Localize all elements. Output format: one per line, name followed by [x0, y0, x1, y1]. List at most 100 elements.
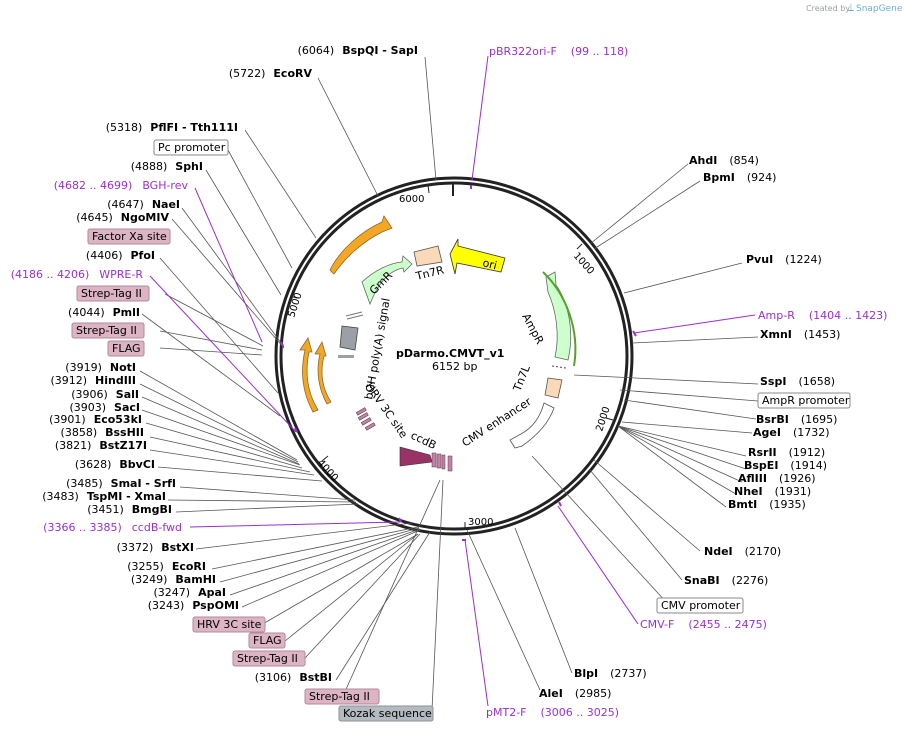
primer-marks [280, 185, 637, 541]
bgh-hatch [345, 311, 364, 320]
snapgene-logo-icon: ⟘ [848, 3, 854, 14]
kozak-bar [338, 355, 354, 358]
site-label[interactable]: (4645)NgoMIV [76, 211, 169, 224]
site-label[interactable]: (3247)ApaI [154, 586, 226, 599]
strep-tag-label: Strep-Tag II [81, 287, 142, 300]
credit-prefix: Created by [806, 4, 850, 13]
site-label[interactable]: AhdI(854) [689, 154, 759, 167]
tn7r-box [413, 245, 443, 267]
site-label[interactable]: BpmI(924) [703, 171, 776, 184]
site-label[interactable]: (5722)EcoRV [229, 67, 313, 80]
site-label[interactable]: AgeI(1732) [753, 426, 830, 439]
site-label[interactable]: RsrII(1912) [748, 446, 825, 459]
site-label[interactable]: AflIII(1926) [738, 472, 816, 485]
site-label[interactable]: PvuI(1224) [746, 253, 822, 266]
right-site-labels: AhdI(854) BpmI(924) PvuI(1224) XmnI(1453… [539, 154, 840, 700]
site-label[interactable]: (3483)TspMI - XmaI [42, 490, 166, 503]
site-label[interactable]: (4647)NaeI [107, 198, 180, 211]
site-label[interactable]: (3906)SalI [71, 388, 139, 401]
ampr-arrow [545, 271, 572, 361]
tn7r-label: Tn7R [414, 263, 446, 283]
ampr-promoter-label: AmpR promoter [762, 394, 850, 407]
primer-label[interactable]: (4186 .. 4206)WPRE-R [11, 268, 144, 281]
primer-lines [149, 55, 756, 707]
site-label[interactable]: BlpI(2737) [574, 667, 647, 680]
site-label[interactable]: (3919)NotI [65, 361, 136, 374]
strep-tag-box[interactable] [76, 285, 150, 302]
strep-tag-label: Strep-Tag II [309, 690, 370, 703]
cmv-promoter-box[interactable] [656, 597, 744, 614]
site-label[interactable]: BsrBI(1695) [756, 413, 837, 426]
site-label[interactable]: (6064)BspQI - SapI [298, 44, 418, 57]
site-label[interactable]: (3821)BstZ17I [55, 439, 147, 452]
plasmid-name: pDarmo.CMVT_v1 [396, 347, 504, 360]
site-label[interactable]: (3249)BamHI [131, 573, 216, 586]
site-label[interactable]: (3858)BssHII [61, 426, 144, 439]
site-label[interactable]: (4888)SphI [131, 160, 203, 173]
cmv-enhancer-arrow [509, 402, 555, 449]
primer-label[interactable]: pBR322ori-F(99 .. 118) [489, 45, 628, 58]
site-label[interactable]: AleI(2985) [539, 687, 611, 700]
ampr-promoter-mark [551, 365, 567, 369]
hrv-tag-cluster [355, 407, 376, 431]
cmv-promoter-label: CMV promoter [661, 599, 741, 612]
pc-promoter-box[interactable] [153, 139, 229, 156]
primer-label[interactable]: (4682 .. 4699)BGH-rev [54, 179, 189, 192]
kozak-block [339, 325, 359, 351]
primer-labels: pBR322ori-F(99 .. 118) Amp-R(1404 .. 142… [11, 45, 888, 719]
kozak-sequence-box[interactable] [338, 705, 434, 722]
site-label[interactable]: (3903)SacI [69, 401, 140, 414]
orf-arrow-top [329, 215, 393, 275]
site-label[interactable]: NdeI(2170) [704, 545, 781, 558]
flag-box[interactable] [107, 340, 145, 357]
pc-promoter-label: Pc promoter [158, 141, 226, 154]
primer-label[interactable]: pMT2-F(3006 .. 3025) [486, 706, 619, 719]
strep-tag-label: Strep-Tag II [76, 324, 137, 337]
site-label[interactable]: SnaBI(2276) [684, 574, 768, 587]
strep-tag-box[interactable] [232, 650, 306, 667]
site-label[interactable]: (3628)BbvCI [75, 458, 155, 471]
primer-label[interactable]: Amp-R(1404 .. 1423) [758, 309, 887, 322]
primer-label[interactable]: CMV-F(2455 .. 2475) [640, 618, 767, 631]
site-label[interactable]: (3255)EcoRI [127, 560, 206, 573]
orf-arrow-left-1 [299, 337, 319, 413]
ccdb-label: ccdB [409, 429, 439, 452]
site-label[interactable]: (3912)HindIII [50, 374, 136, 387]
flag-box[interactable] [248, 632, 286, 649]
site-label[interactable]: BmtI(1935) [728, 498, 806, 511]
site-label[interactable]: (4406)PfoI [86, 249, 155, 262]
strep-tag-box[interactable] [71, 322, 145, 339]
hrv-site-box[interactable] [192, 616, 266, 633]
hrv-site-label: HRV 3C site [197, 618, 262, 631]
gmr-arrow [361, 255, 413, 306]
tick-label: 3000 [468, 517, 493, 528]
orf-arrow-left-2 [314, 340, 332, 405]
factor-xa-box[interactable] [87, 228, 171, 245]
strep-tag-box[interactable] [304, 688, 380, 705]
site-label[interactable]: BspEI(1914) [744, 459, 827, 472]
site-label[interactable]: (3372)BstXI [117, 541, 194, 554]
site-label[interactable]: (3485)SmaI - SrfI [66, 477, 176, 490]
factor-xa-label: Factor Xa site [92, 230, 167, 243]
site-label[interactable]: XmnI(1453) [760, 328, 840, 341]
site-label[interactable]: (4044)PmlI [68, 306, 140, 319]
ccdb-arrow [399, 446, 433, 467]
site-label[interactable]: SspI(1658) [760, 375, 835, 388]
site-label[interactable]: NheI(1931) [734, 485, 811, 498]
site-label[interactable]: (5318)PflFI - Tth111I [106, 121, 238, 134]
tick-label: 1000 [571, 251, 596, 277]
site-label[interactable]: (3243)PspOMI [148, 599, 239, 612]
plasmid-size: 6152 bp [432, 360, 477, 373]
flag-label: FLAG [253, 634, 282, 647]
site-label[interactable]: (3106)BstBI [255, 671, 332, 684]
site-label[interactable]: (3901)Eco53kI [49, 413, 142, 426]
strep-tag-label: Strep-Tag II [237, 652, 298, 665]
bgh-label: bGH poly(A) signal [362, 297, 393, 400]
primer-label[interactable]: (3366 .. 3385)ccdB-fwd [43, 521, 182, 534]
site-label[interactable]: (3451)BmgBI [87, 503, 172, 516]
tick-label: 5000 [286, 291, 304, 319]
backbone-outer [274, 176, 634, 536]
flag-label: FLAG [112, 342, 141, 355]
ampr-promoter-box[interactable] [757, 392, 851, 409]
